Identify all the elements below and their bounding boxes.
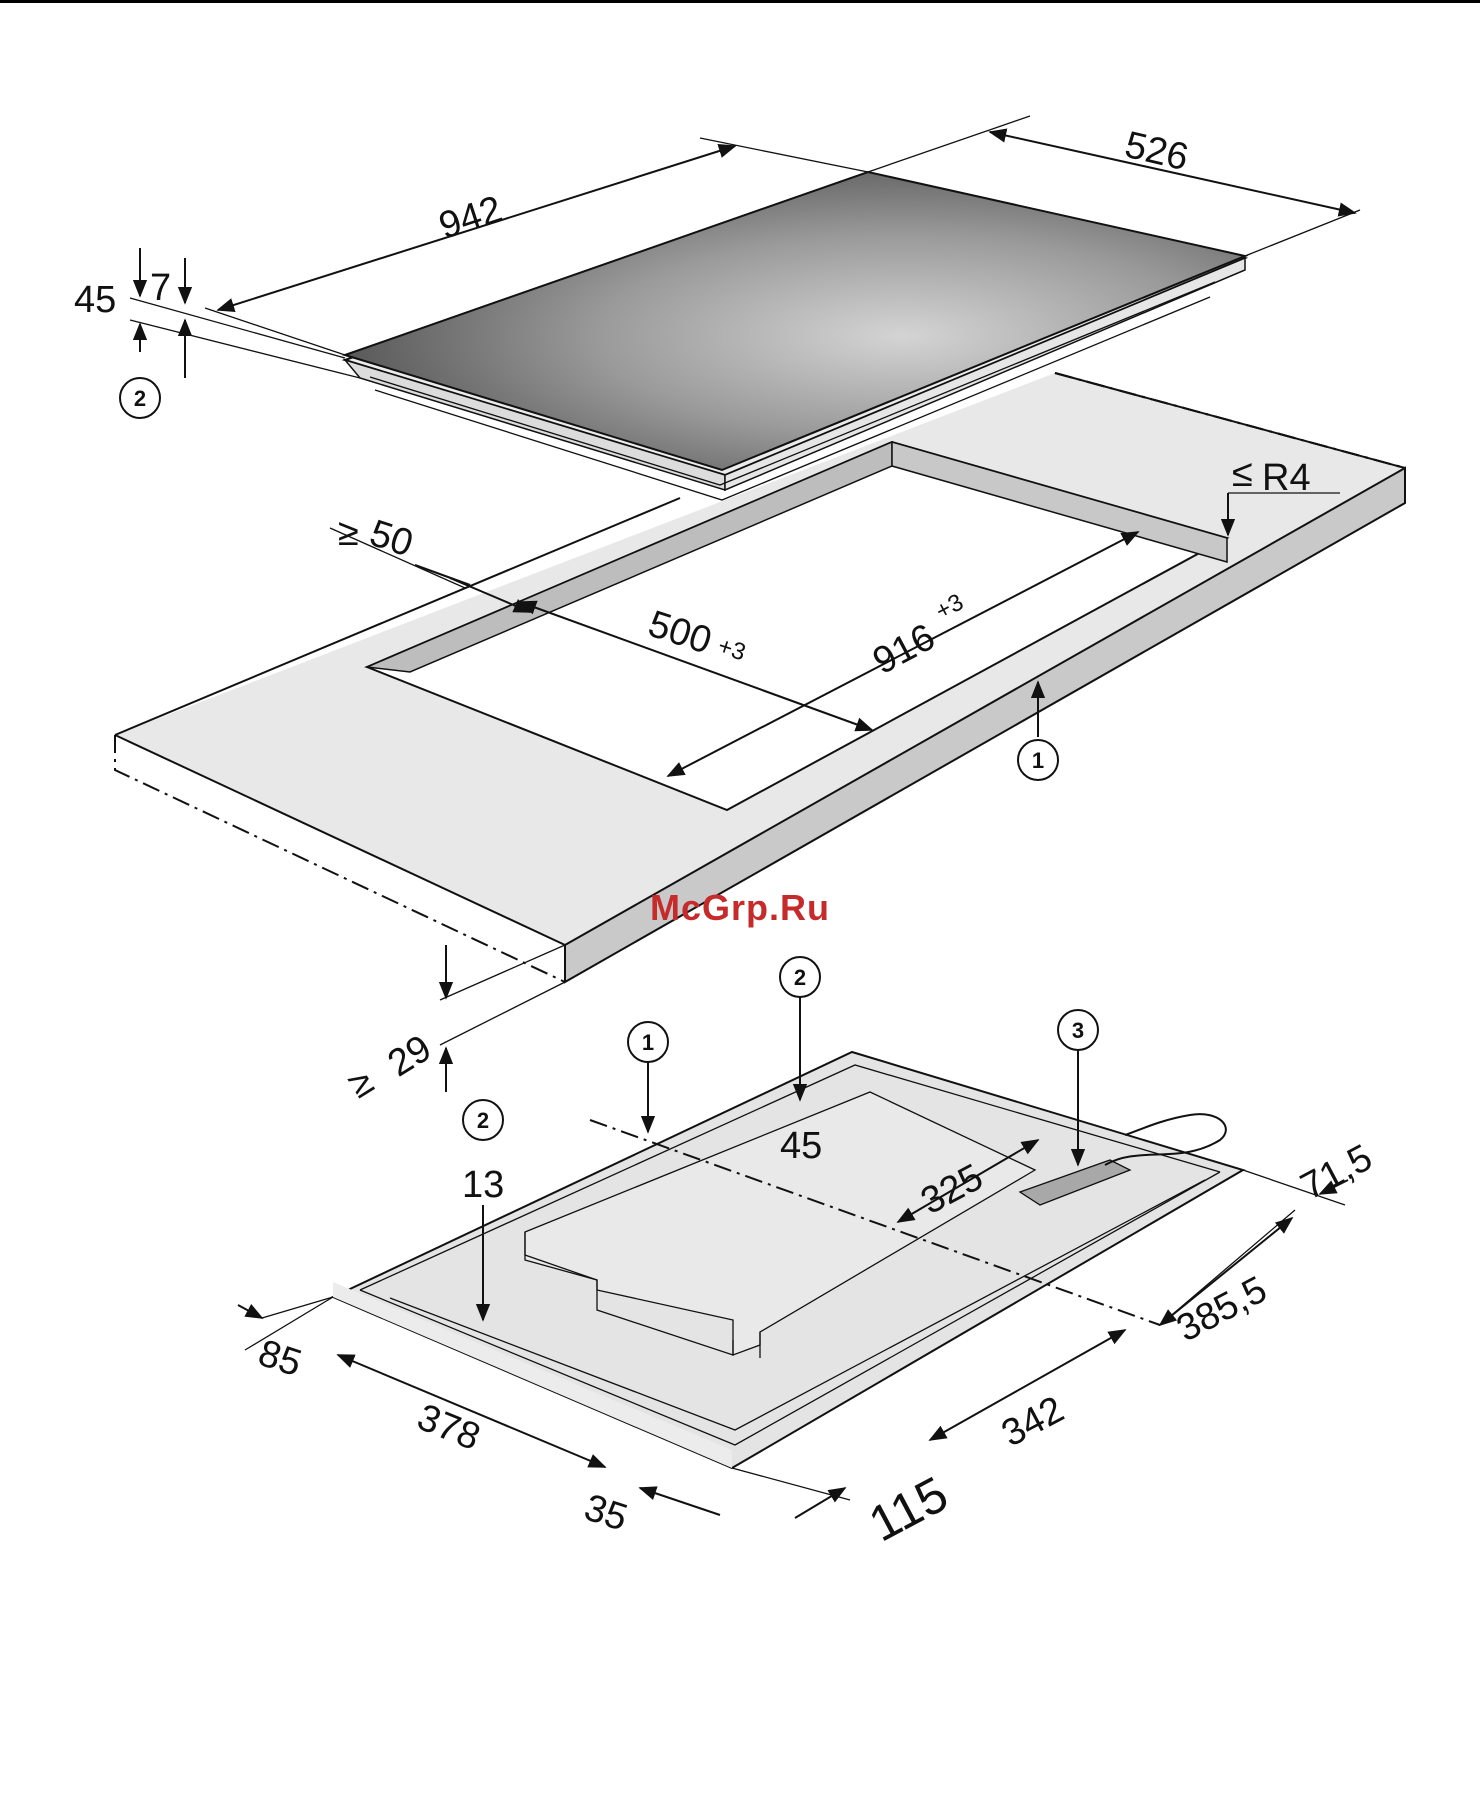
svg-text:2: 2	[134, 386, 146, 411]
corner-radius-label: R4	[1262, 457, 1311, 499]
dim-71-5-label: 71,5	[1294, 1137, 1379, 1209]
svg-text:2: 2	[477, 1108, 489, 1133]
min-front-prefix: ≥	[338, 512, 359, 554]
hob-height-label: 45	[74, 279, 116, 321]
hob-height-dimension: 45 7	[74, 248, 360, 378]
dim-115-label: 115	[860, 1466, 957, 1553]
svg-text:2: 2	[794, 965, 806, 990]
worktop-thickness-dimension: ≥ 29	[341, 945, 565, 1107]
watermark: McGrp.Ru	[650, 887, 830, 928]
depth-left-label: 13	[462, 1164, 504, 1206]
dim-342-label: 342	[995, 1388, 1071, 1455]
hob-length-label: 942	[434, 188, 507, 248]
min-thickness-prefix: ≥	[341, 1060, 381, 1107]
svg-text:1: 1	[642, 1030, 654, 1055]
top-rule	[0, 0, 1480, 3]
svg-text:1: 1	[1032, 748, 1044, 773]
dim-378-label: 378	[411, 1396, 486, 1459]
hob-depth-label: 526	[1121, 124, 1192, 179]
glass-thickness-label: 7	[150, 267, 171, 309]
min-front-label: 50	[365, 512, 418, 565]
dim-385-5-label: 385,5	[1170, 1269, 1274, 1351]
depth-center-label: 45	[780, 1125, 822, 1167]
svg-text:3: 3	[1072, 1018, 1084, 1043]
min-thickness-label: 29	[381, 1027, 439, 1085]
corner-radius-prefix: ≤	[1232, 453, 1253, 495]
callout-2-hob: 2	[120, 378, 160, 418]
dim-35-label: 35	[579, 1487, 632, 1540]
